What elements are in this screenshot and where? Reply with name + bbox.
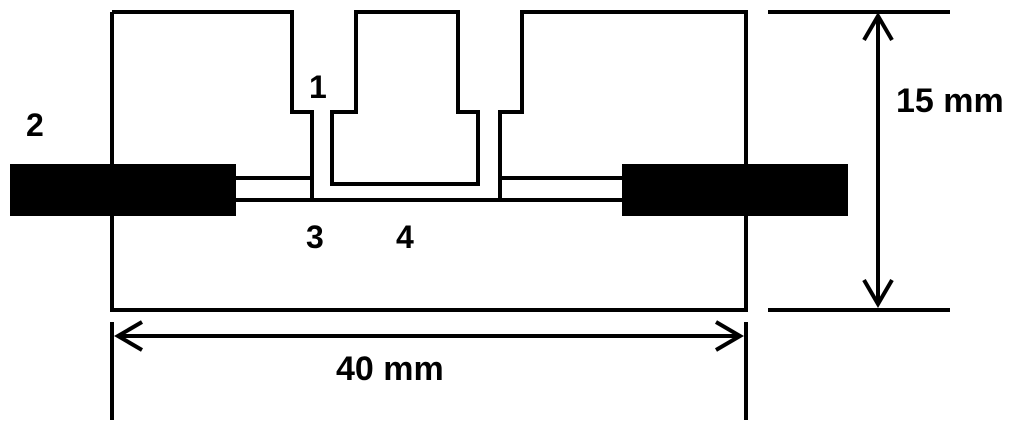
left-electrode: [10, 164, 236, 216]
height-label: 15 mm: [896, 82, 1004, 120]
width-arrow-left-head: [114, 320, 144, 352]
part-label-3: 3: [306, 219, 324, 255]
part-label-1: 1: [309, 69, 327, 105]
right-electrode: [622, 164, 848, 216]
height-arrow-down-head: [862, 278, 894, 308]
part-label-4: 4: [396, 219, 414, 255]
width-label: 40 mm: [336, 350, 444, 388]
part-label-2: 2: [26, 107, 44, 143]
width-arrow-right-head: [714, 320, 744, 352]
height-arrow-up-head: [862, 12, 894, 42]
inner-chamber: [330, 10, 480, 186]
device-body-left-edge: [110, 10, 748, 312]
chamber-outer-wall: [310, 112, 502, 202]
